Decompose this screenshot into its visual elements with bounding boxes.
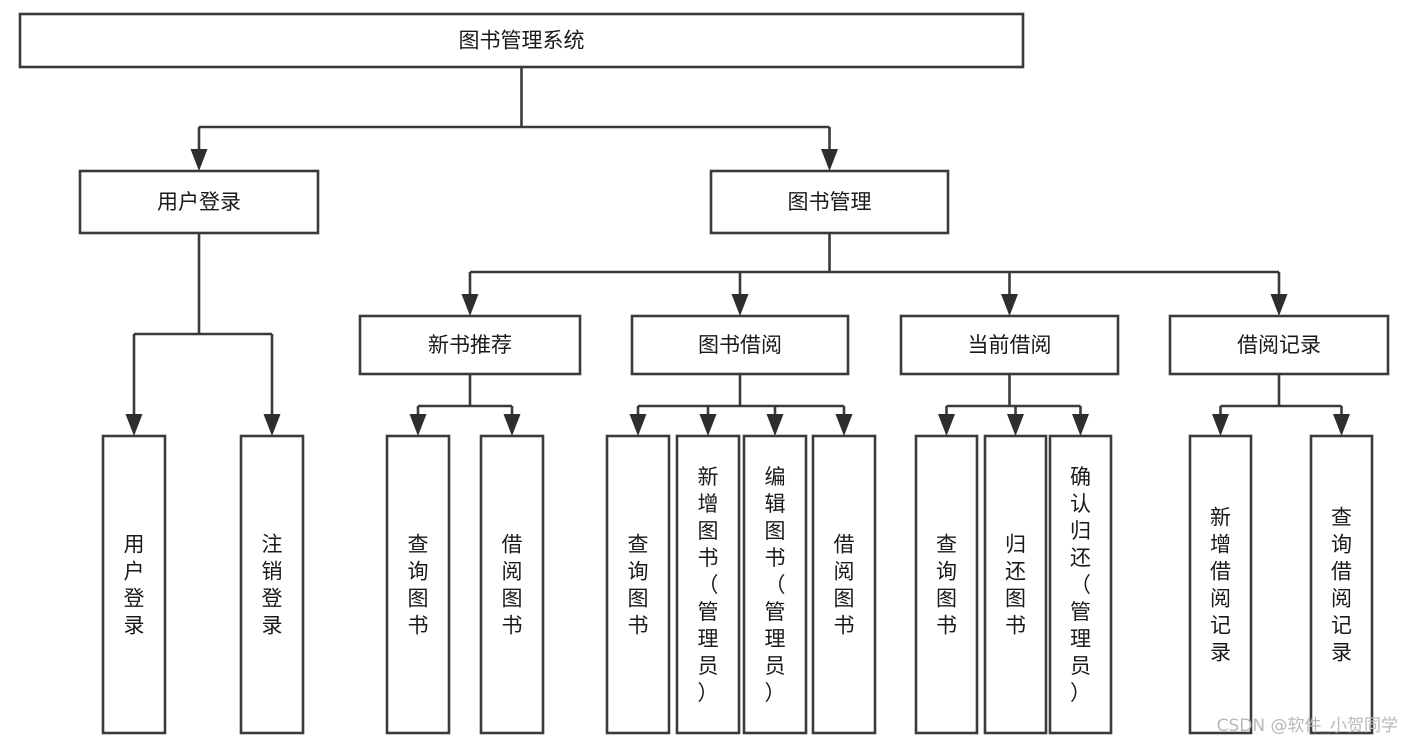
node-book-borrow[interactable]: 图书借阅 <box>630 314 850 376</box>
node-borrow-record[interactable]: 借阅记录 <box>1168 314 1390 376</box>
arrowhead-icon <box>629 414 647 436</box>
arrowhead-icon <box>263 414 281 436</box>
node-leaf-add-record[interactable]: 新增借阅记录 <box>1188 434 1253 735</box>
node-box-leaf-add-book-admin[interactable] <box>675 434 741 735</box>
node-box-leaf-return-book[interactable] <box>983 434 1048 735</box>
node-box-root[interactable] <box>18 12 1025 69</box>
node-label-leaf-edit-book-admin: 编辑图书（管理员） <box>765 465 786 705</box>
node-label-leaf-return-book: 归还图书 <box>1005 533 1026 638</box>
node-leaf-user-login[interactable]: 用户登录 <box>101 434 167 735</box>
arrowhead-icon <box>125 414 143 436</box>
arrowhead-icon <box>409 414 427 436</box>
node-label-leaf-query-book-1: 查询图书 <box>408 533 429 638</box>
node-new-book-rec[interactable]: 新书推荐 <box>358 314 582 376</box>
node-user-login[interactable]: 用户登录 <box>78 169 320 235</box>
node-box-leaf-query-book-3[interactable] <box>914 434 979 735</box>
node-box-book-manage[interactable] <box>709 169 950 235</box>
node-label-user-login: 用户登录 <box>157 190 241 214</box>
node-box-leaf-borrow-book-1[interactable] <box>479 434 545 735</box>
arrowhead-icon <box>699 414 717 436</box>
node-box-new-book-rec[interactable] <box>358 314 582 376</box>
connector-group-new-book-rec <box>409 374 521 436</box>
node-label-root: 图书管理系统 <box>459 29 585 53</box>
connector-group-book-borrow <box>629 374 853 436</box>
node-layer: 图书管理系统用户登录图书管理新书推荐图书借阅当前借阅借阅记录用户登录注销登录查询… <box>18 12 1390 735</box>
node-box-leaf-edit-book-admin[interactable] <box>742 434 808 735</box>
connector-group-user-login <box>125 233 281 436</box>
arrowhead-icon <box>1072 414 1089 436</box>
node-leaf-query-book-1[interactable]: 查询图书 <box>385 434 451 735</box>
node-label-leaf-add-book-admin: 新增图书（管理员） <box>698 465 719 705</box>
node-leaf-query-record[interactable]: 查询借阅记录 <box>1309 434 1374 735</box>
node-box-leaf-query-record[interactable] <box>1309 434 1374 735</box>
node-leaf-borrow-book-2[interactable]: 借阅图书 <box>811 434 877 735</box>
connector-layer <box>125 67 1350 436</box>
node-box-leaf-user-login[interactable] <box>101 434 167 735</box>
node-leaf-borrow-book-1[interactable]: 借阅图书 <box>479 434 545 735</box>
node-leaf-user-logout[interactable]: 注销登录 <box>239 434 305 735</box>
connector-group-book-manage <box>461 233 1288 316</box>
node-box-leaf-query-book-2[interactable] <box>605 434 671 735</box>
node-leaf-edit-book-admin[interactable]: 编辑图书（管理员） <box>742 434 808 735</box>
arrowhead-icon <box>731 294 749 316</box>
arrowhead-icon <box>1007 414 1024 436</box>
node-label-new-book-rec: 新书推荐 <box>428 333 512 357</box>
arrowhead-icon <box>821 149 838 171</box>
node-box-leaf-confirm-return-admin[interactable] <box>1048 434 1113 735</box>
node-leaf-return-book[interactable]: 归还图书 <box>983 434 1048 735</box>
node-root[interactable]: 图书管理系统 <box>18 12 1025 69</box>
connector-group-borrow-record <box>1212 374 1350 436</box>
arrowhead-icon <box>835 414 853 436</box>
node-box-book-borrow[interactable] <box>630 314 850 376</box>
node-label-leaf-borrow-book-1: 借阅图书 <box>502 533 523 638</box>
node-book-manage[interactable]: 图书管理 <box>709 169 950 235</box>
node-box-leaf-borrow-book-2[interactable] <box>811 434 877 735</box>
node-label-leaf-query-record: 查询借阅记录 <box>1331 506 1352 665</box>
node-box-user-login[interactable] <box>78 169 320 235</box>
arrowhead-icon <box>1001 294 1018 316</box>
connector-group-current-borrow <box>938 374 1089 436</box>
node-leaf-query-book-2[interactable]: 查询图书 <box>605 434 671 735</box>
node-box-leaf-add-record[interactable] <box>1188 434 1253 735</box>
node-label-leaf-user-login: 用户登录 <box>124 533 145 638</box>
node-label-book-borrow: 图书借阅 <box>698 333 782 357</box>
arrowhead-icon <box>1212 414 1229 436</box>
arrowhead-icon <box>190 149 208 171</box>
arrowhead-icon <box>938 414 955 436</box>
node-label-book-manage: 图书管理 <box>788 190 872 214</box>
node-leaf-confirm-return-admin[interactable]: 确认归还（管理员） <box>1048 434 1113 735</box>
node-box-leaf-user-logout[interactable] <box>239 434 305 735</box>
node-label-leaf-query-book-2: 查询图书 <box>628 533 649 638</box>
arrowhead-icon <box>1333 414 1350 436</box>
arrowhead-icon <box>1270 294 1288 316</box>
node-box-leaf-query-book-1[interactable] <box>385 434 451 735</box>
arrowhead-icon <box>503 414 521 436</box>
node-label-leaf-borrow-book-2: 借阅图书 <box>834 533 855 638</box>
arrowhead-icon <box>461 294 479 316</box>
csdn-watermark: CSDN @软件_小贺同学 <box>1217 716 1398 736</box>
node-label-current-borrow: 当前借阅 <box>968 333 1052 357</box>
node-label-borrow-record: 借阅记录 <box>1237 333 1321 357</box>
node-leaf-add-book-admin[interactable]: 新增图书（管理员） <box>675 434 741 735</box>
node-box-current-borrow[interactable] <box>899 314 1120 376</box>
arrowhead-icon <box>766 414 784 436</box>
node-label-leaf-query-book-3: 查询图书 <box>936 533 957 638</box>
node-leaf-query-book-3[interactable]: 查询图书 <box>914 434 979 735</box>
node-label-leaf-confirm-return-admin: 确认归还（管理员） <box>1070 465 1091 705</box>
node-label-leaf-add-record: 新增借阅记录 <box>1210 506 1231 665</box>
node-box-borrow-record[interactable] <box>1168 314 1390 376</box>
connector-group-root <box>190 67 838 171</box>
node-label-leaf-user-logout: 注销登录 <box>262 533 283 638</box>
node-current-borrow[interactable]: 当前借阅 <box>899 314 1120 376</box>
